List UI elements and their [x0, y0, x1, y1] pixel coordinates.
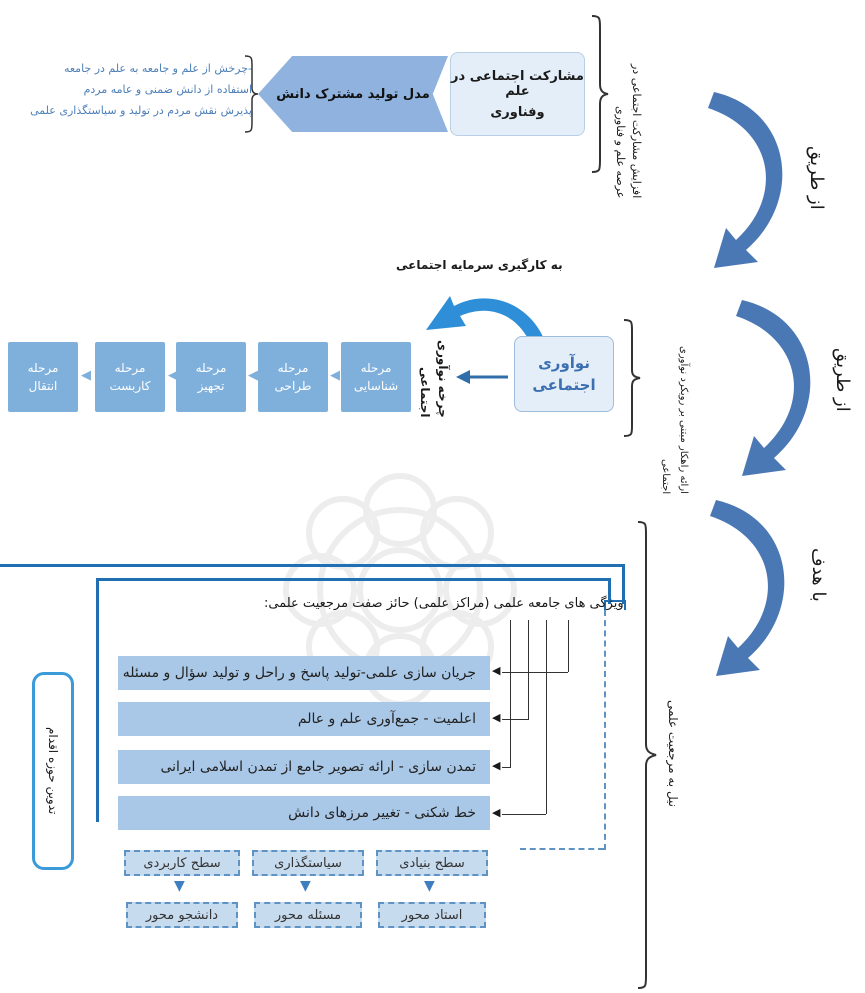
innovation-box: نوآوری اجتماعی	[514, 336, 614, 412]
connector-dashed	[604, 610, 606, 850]
bar-link-1	[502, 672, 568, 673]
down-arrow-3: ▼	[174, 878, 185, 894]
stage-line2: شناسایی	[353, 379, 399, 393]
benefit-item: -چرخش از علم و جامعه به علم در جامعه	[63, 62, 252, 75]
level-applied: سطح کاربردی	[124, 850, 240, 876]
cycle-line1: چرخه نوآوری	[436, 340, 450, 418]
feature-bar-1: جریان سازی علمی-تولید پاسخ و راحل و تولی…	[118, 656, 490, 690]
section3-header: ویژگی های جامعه علمی (مراکز علمی) حائز ص…	[264, 596, 624, 611]
stage-box-transfer: مرحله انتقال	[8, 342, 78, 412]
curved-arrow-1	[708, 92, 783, 268]
benefit-item: پذیرش نقش مردم در تولید و سیاستگذاری علم…	[30, 104, 252, 117]
stage-line1: مرحله	[27, 361, 59, 375]
stage-line1: مرحله	[360, 361, 392, 375]
participation-line2: وفناوری	[490, 104, 545, 120]
section3-side-text: نیل به مرجعیت علمی	[666, 700, 680, 807]
frame-inner-top	[96, 578, 610, 581]
arrow-label-3: با هدف	[808, 548, 829, 602]
section2-side-line1: ارائه راهکار مبتنی بر رویکرد نوآوری	[678, 346, 689, 494]
stage-box-equipment: مرحله تجهیز	[176, 342, 246, 412]
benefit-item: استفاده از دانش ضمنی و عامه مردم	[83, 83, 252, 96]
section1-brace	[591, 15, 609, 173]
cycle-arrow	[456, 370, 508, 384]
level-basic: سطح بنیادی	[376, 850, 488, 876]
innovation-line1: نوآوری	[538, 354, 590, 372]
watermark-ornament	[283, 473, 517, 707]
stage-line1: مرحله	[195, 361, 227, 375]
model-label: مدل تولید مشترک دانش	[276, 86, 430, 102]
stage-arrow-3: ◀	[248, 368, 258, 383]
innovation-line2: اجتماعی	[532, 376, 596, 394]
frame-right-line	[622, 564, 625, 604]
stage-box-application: مرحله کاربست	[95, 342, 165, 412]
stage-line2: انتقال	[28, 379, 58, 393]
connector-v4	[568, 620, 569, 672]
stage-line2: کاربست	[109, 379, 151, 393]
benefits-brace	[244, 55, 259, 133]
action-domain-label: تدوین حوزه اقدام	[46, 727, 60, 815]
axis-problem: مسئله محور	[254, 902, 362, 928]
bar-arrow-4: ◀	[492, 806, 501, 819]
arrow-label-1: از طریق	[806, 146, 827, 210]
participation-line1: مشارکت اجتماعی در علم	[451, 68, 584, 99]
cycle-label: چرخه نوآوری اجتماعی	[416, 340, 452, 418]
capital-curved-arrow	[426, 296, 550, 358]
section1-side-line1: افزایش مشارکت اجتماعی در	[630, 63, 643, 198]
axis-student: دانشجو محور	[126, 902, 238, 928]
stage-arrow-2: ◀	[168, 368, 178, 383]
bar-link-2	[502, 719, 528, 720]
feature-bar-3: تمدن سازی - ارائه تصویر جامع از تمدن اسل…	[118, 750, 490, 784]
connector-v3	[546, 620, 547, 814]
stage-box-identification: مرحله شناسایی	[341, 342, 411, 412]
feature-bar-2: اعلمیت - جمع‌آوری علم و عالم	[118, 702, 490, 736]
bar-arrow-1: ◀	[492, 664, 501, 677]
participation-box: مشارکت اجتماعی در علم وفناوری	[450, 52, 585, 136]
frame-inner-right	[608, 578, 611, 604]
bar-link-4	[502, 814, 546, 815]
stage-line2: تجهیز	[197, 379, 225, 393]
stage-box-design: مرحله طراحی	[258, 342, 328, 412]
capital-label: به کارگیری سرمایه اجتماعی	[396, 258, 563, 272]
stage-line1: مرحله	[114, 361, 146, 375]
down-arrow-1: ▼	[424, 878, 435, 894]
section2-side-text: ارائه راهکار مبتنی بر رویکرد نوآوری اجتم…	[656, 284, 692, 494]
curved-arrow-2	[736, 300, 811, 476]
feature-bar-4: خط شکنی - تغییر مرزهای دانش	[118, 796, 490, 830]
connector-dashed-bottom	[520, 848, 604, 850]
section1-side-line2: عرصه علم و فناوری	[614, 105, 627, 198]
section2-side-line2: اجتماعی	[660, 458, 671, 494]
connector-v2	[528, 620, 529, 720]
section2-brace	[623, 319, 641, 437]
bar-arrow-2: ◀	[492, 711, 501, 724]
stage-arrow-1: ◀	[81, 368, 91, 383]
section3-brace	[637, 521, 657, 989]
stage-line1: مرحله	[277, 361, 309, 375]
level-policy: سیاستگذاری	[252, 850, 364, 876]
down-arrow-2: ▼	[300, 878, 311, 894]
arrow-label-2: از طریق	[832, 348, 853, 412]
cycle-line2: اجتماعی	[418, 367, 432, 418]
bar-arrow-3: ◀	[492, 759, 501, 772]
curved-arrow-3	[710, 500, 785, 676]
section1-side-text: افزایش مشارکت اجتماعی در عرصه علم و فناو…	[612, 8, 644, 198]
action-domain-box: تدوین حوزه اقدام	[32, 672, 74, 870]
frame-left-line	[96, 578, 99, 822]
axis-professor: استاد محور	[378, 902, 486, 928]
frame-top-line	[0, 564, 625, 567]
stage-arrow-4: ◀	[330, 368, 340, 383]
bar-link-3	[502, 767, 510, 768]
benefits-list: -چرخش از علم و جامعه به علم در جامعه است…	[20, 58, 252, 121]
frame-notch	[604, 600, 626, 610]
model-arrow-shape: مدل تولید مشترک دانش	[258, 56, 448, 132]
stage-line2: طراحی	[274, 379, 312, 393]
connector-v1	[510, 620, 511, 768]
